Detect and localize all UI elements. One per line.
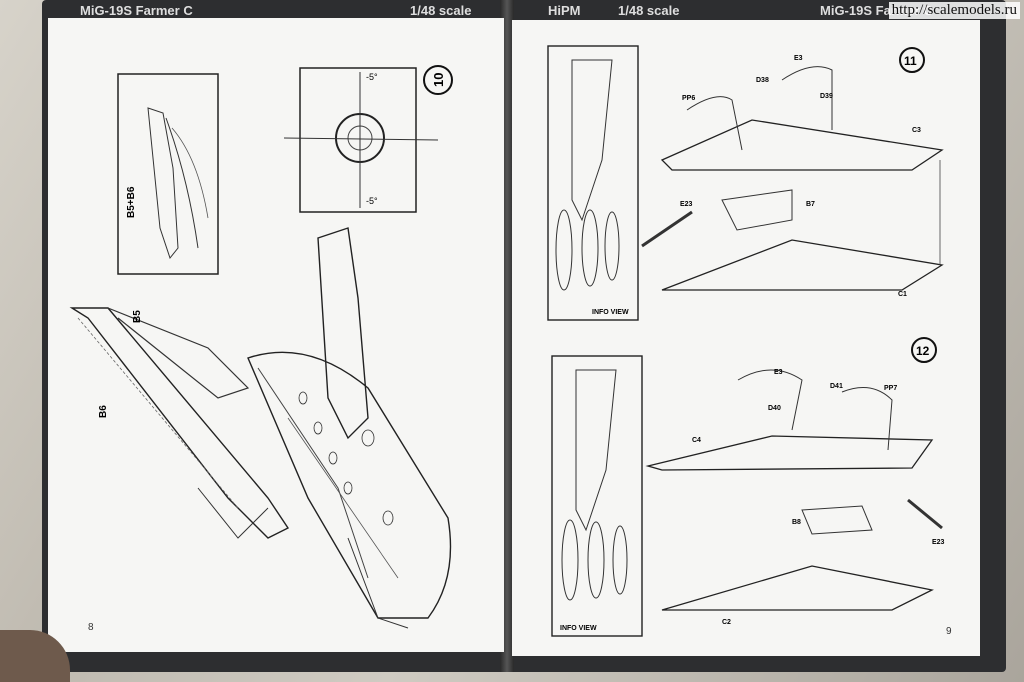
part-e23-11: E23 <box>680 201 693 208</box>
right-page: INFO VIEW 11 PP6 D38 E3 D39 C3 E23 B7 C1… <box>512 20 980 656</box>
part-d41: D41 <box>830 383 843 390</box>
step-11-number: 11 <box>904 54 917 68</box>
part-d38: D38 <box>756 77 769 84</box>
part-d39: D39 <box>820 93 833 100</box>
left-header-scale: 1/48 scale <box>410 3 472 18</box>
part-c4: C4 <box>692 437 701 444</box>
step-12-circle <box>911 337 937 363</box>
side-view-wing <box>147 107 179 260</box>
label-angle-top: -5° <box>366 72 378 82</box>
left-page: B5+B6 -5° -5° 10 B5 B6 8 <box>48 18 504 652</box>
side-view-fuselage <box>165 117 199 249</box>
part-e23-12: E23 <box>932 539 945 546</box>
label-b5-b6: B5+B6 <box>126 186 137 218</box>
part-c3: C3 <box>912 127 921 134</box>
step-12-lower-panel <box>661 565 934 611</box>
part-e3-12: E3 <box>774 369 783 376</box>
label-b5: B5 <box>132 310 143 323</box>
part-d40: D40 <box>768 405 781 412</box>
right-page-number: 9 <box>946 626 952 637</box>
part-c1: C1 <box>898 291 907 298</box>
step-10-circle <box>423 65 453 95</box>
step-11-info-box <box>547 45 639 321</box>
step-10-diagram: B5+B6 -5° -5° 10 B5 B6 <box>69 65 453 629</box>
step-11-box-b7 <box>721 189 793 231</box>
part-b8: B8 <box>792 519 801 526</box>
step-11-upper-panel <box>660 119 944 171</box>
right-header-scale: 1/48 scale <box>618 3 680 18</box>
fuselage <box>247 351 452 619</box>
part-pp7: PP7 <box>884 385 897 392</box>
step-12-box-b8 <box>801 505 873 535</box>
label-angle-bottom: -5° <box>366 196 378 206</box>
part-e3-11: E3 <box>794 55 803 62</box>
tailplane <box>197 487 269 539</box>
step-11-lower-panel <box>661 239 944 291</box>
step-12-upper-panel <box>645 435 934 471</box>
wing-b5 <box>107 307 250 399</box>
side-view-box <box>117 73 219 275</box>
wing-b6 <box>69 307 290 539</box>
step-12-part-e23 <box>907 498 943 530</box>
step-10-number: 10 <box>431 73 446 87</box>
fin <box>317 227 369 440</box>
left-header-title: MiG-19S Farmer C <box>80 3 193 18</box>
step-11-circle <box>899 47 925 73</box>
part-b7: B7 <box>806 201 815 208</box>
part-pp6: PP6 <box>682 95 695 102</box>
step-12-info-label: INFO VIEW <box>560 625 597 632</box>
step-11-part-e23 <box>641 210 693 248</box>
part-c2: C2 <box>722 619 731 626</box>
step-12-number: 12 <box>916 344 930 358</box>
steps-11-12-diagram: INFO VIEW 11 PP6 D38 E3 D39 C3 E23 B7 C1… <box>547 45 945 637</box>
right-header-brand: HiPM <box>548 3 581 18</box>
label-b6: B6 <box>98 405 109 418</box>
step-11-info-label: INFO VIEW <box>592 309 629 316</box>
watermark-text: http://scalemodels.ru <box>888 2 1020 19</box>
front-view-box <box>299 67 417 213</box>
step-12-info-box <box>551 355 643 637</box>
left-page-number: 8 <box>88 622 94 633</box>
